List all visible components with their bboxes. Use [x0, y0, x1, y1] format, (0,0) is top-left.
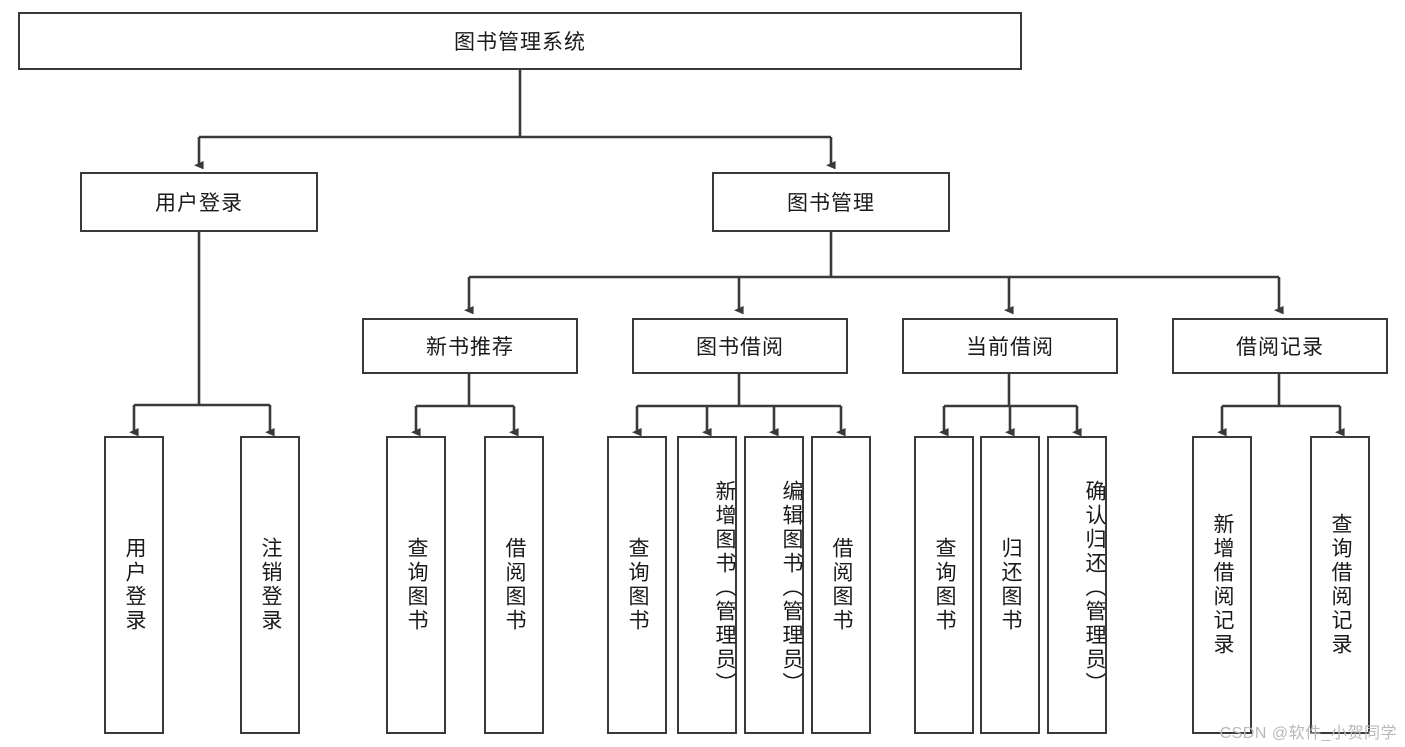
node-leaf-add-record-label: 新增借阅记录 — [1211, 513, 1235, 657]
node-leaf-user-login[interactable]: 用户登录 — [104, 436, 164, 734]
node-leaf-borrow-book-1-label: 借阅图书 — [503, 537, 527, 633]
node-leaf-add-book[interactable]: 新增图书（管理员） — [677, 436, 737, 734]
node-current-borrow-label: 当前借阅 — [966, 336, 1054, 359]
node-borrow-record-label: 借阅记录 — [1236, 336, 1324, 359]
node-leaf-add-record[interactable]: 新增借阅记录 — [1192, 436, 1252, 734]
node-leaf-edit-book[interactable]: 编辑图书（管理员） — [744, 436, 804, 734]
node-leaf-return-book[interactable]: 归还图书 — [980, 436, 1040, 734]
node-leaf-return-book-label: 归还图书 — [999, 537, 1023, 633]
node-new-book-recommend-label: 新书推荐 — [426, 336, 514, 359]
node-leaf-add-book-label: 新增图书（管理员） — [713, 480, 736, 696]
node-leaf-query-book-2[interactable]: 查询图书 — [607, 436, 667, 734]
node-leaf-query-book-3[interactable]: 查询图书 — [914, 436, 974, 734]
node-leaf-edit-book-label: 编辑图书（管理员） — [780, 480, 803, 696]
node-book-borrow-label: 图书借阅 — [696, 336, 784, 359]
node-leaf-borrow-book-2-label: 借阅图书 — [830, 537, 854, 633]
node-leaf-query-book-3-label: 查询图书 — [933, 537, 957, 633]
node-leaf-query-book-1[interactable]: 查询图书 — [386, 436, 446, 734]
node-new-book-recommend[interactable]: 新书推荐 — [362, 318, 578, 374]
node-user-login-label: 用户登录 — [155, 192, 243, 215]
node-root[interactable]: 图书管理系统 — [18, 12, 1022, 70]
node-root-label: 图书管理系统 — [454, 31, 586, 54]
node-leaf-user-login-label: 用户登录 — [123, 537, 147, 633]
node-book-borrow[interactable]: 图书借阅 — [632, 318, 848, 374]
node-leaf-borrow-book-1[interactable]: 借阅图书 — [484, 436, 544, 734]
node-leaf-query-book-1-label: 查询图书 — [405, 537, 429, 633]
node-current-borrow[interactable]: 当前借阅 — [902, 318, 1118, 374]
node-book-management-label: 图书管理 — [787, 192, 875, 215]
node-user-login[interactable]: 用户登录 — [80, 172, 318, 232]
node-leaf-confirm-return-label: 确认归还（管理员） — [1083, 480, 1106, 696]
node-leaf-logout-label: 注销登录 — [259, 537, 283, 633]
node-leaf-confirm-return[interactable]: 确认归还（管理员） — [1047, 436, 1107, 734]
node-leaf-logout[interactable]: 注销登录 — [240, 436, 300, 734]
node-leaf-borrow-book-2[interactable]: 借阅图书 — [811, 436, 871, 734]
node-borrow-record[interactable]: 借阅记录 — [1172, 318, 1388, 374]
node-leaf-query-book-2-label: 查询图书 — [626, 537, 650, 633]
node-leaf-query-record-label: 查询借阅记录 — [1329, 513, 1353, 657]
node-leaf-query-record[interactable]: 查询借阅记录 — [1310, 436, 1370, 734]
watermark: CSDN @软件_小贺同学 — [1219, 725, 1397, 742]
node-book-management[interactable]: 图书管理 — [712, 172, 950, 232]
